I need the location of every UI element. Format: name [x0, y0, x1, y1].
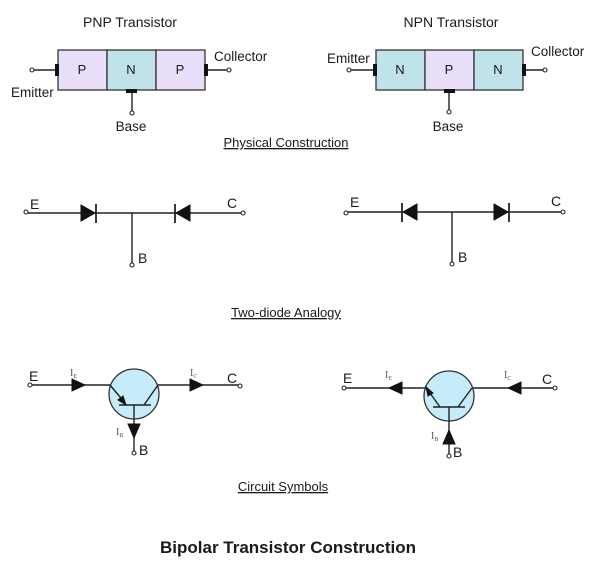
pnp-symbol-e-terminal — [27, 382, 33, 388]
pnp-emitter-diode-icon — [80, 204, 97, 222]
pnp-collector-terminal — [226, 67, 232, 73]
npn-symbol-b-terminal — [446, 453, 452, 459]
npn-region-label-1: N — [395, 62, 404, 77]
npn-base-terminal — [446, 109, 452, 115]
pnp-diode-c-terminal — [240, 210, 246, 216]
npn-collector-terminal — [542, 67, 548, 73]
npn-title: NPN Transistor — [404, 14, 499, 30]
pnp-emitter-terminal — [29, 67, 35, 73]
pnp-symbol-e-label: E — [29, 368, 38, 384]
diagram-title: Bipolar Transistor Construction — [160, 538, 416, 557]
npn-symbol-c-label: C — [542, 371, 552, 387]
npn-collector-region — [473, 49, 524, 91]
pnp-physical: PNP Transistor P N P Emitter Collector B… — [11, 14, 268, 134]
pnp-ic-label: IC — [190, 368, 197, 380]
npn-collector-contact — [522, 64, 526, 76]
pnp-base-contact — [126, 89, 137, 93]
npn-ib-label: IB — [431, 431, 438, 443]
pnp-symbol-b-terminal — [131, 450, 137, 456]
npn-two-diode: E C B — [343, 193, 566, 267]
npn-base-label: Base — [433, 119, 464, 134]
npn-ic-label: IC — [504, 370, 511, 382]
pnp-diode-e-label: E — [30, 196, 39, 212]
pnp-two-diode: E C B — [23, 195, 246, 268]
npn-circuit-symbol: E C B IE IC IB — [341, 370, 558, 460]
pnp-emitter-label: Emitter — [11, 85, 54, 100]
npn-base-contact — [444, 89, 455, 93]
pnp-ib-label: IB — [116, 427, 123, 439]
pnp-base-region — [106, 49, 157, 91]
npn-diode-c-label: C — [551, 193, 561, 209]
pnp-collector-contact — [204, 64, 208, 76]
npn-symbol-e-terminal — [341, 385, 347, 391]
npn-region-label-2: P — [445, 62, 454, 77]
npn-emitter-contact — [373, 64, 377, 76]
section-heading-circuit: Circuit Symbols — [238, 479, 329, 494]
npn-diode-c-terminal — [560, 209, 566, 215]
pnp-circuit-symbol: E C B IE IC IB — [27, 368, 243, 458]
npn-emitter-terminal — [346, 67, 352, 73]
npn-diode-b-terminal — [449, 261, 455, 267]
pnp-title: PNP Transistor — [83, 14, 177, 30]
pnp-symbol-c-label: C — [227, 370, 237, 386]
pnp-ie-arrow-icon — [71, 378, 87, 392]
section-heading-two-diode: Two-diode Analogy — [231, 305, 341, 320]
pnp-collector-region — [155, 49, 206, 91]
npn-emitter-region — [375, 49, 426, 91]
pnp-collector-label: Collector — [214, 49, 268, 64]
npn-symbol-e-label: E — [343, 370, 352, 386]
npn-ie-label: IE — [385, 370, 392, 382]
npn-diode-e-terminal — [343, 210, 349, 216]
pnp-base-terminal — [129, 110, 135, 116]
pnp-region-label-1: P — [78, 62, 87, 77]
section-heading-physical: Physical Construction — [224, 135, 349, 150]
pnp-emitter-contact — [55, 64, 59, 76]
npn-ie-arrow-icon — [387, 381, 403, 395]
npn-collector-diode-icon — [493, 203, 510, 221]
pnp-ic-arrow-icon — [189, 378, 205, 392]
npn-physical: NPN Transistor N P N Emitter Collector B… — [327, 14, 585, 134]
pnp-collector-diode-icon — [174, 204, 191, 222]
npn-emitter-label: Emitter — [327, 51, 370, 66]
npn-emitter-diode-icon — [401, 203, 418, 221]
pnp-diode-e-terminal — [23, 209, 29, 215]
npn-ib-arrow-icon — [442, 428, 456, 445]
npn-symbol-c-terminal — [552, 385, 558, 391]
pnp-region-label-3: P — [176, 62, 185, 77]
npn-diode-e-label: E — [350, 194, 359, 210]
npn-emitter-arrow-icon — [425, 385, 434, 397]
pnp-ib-arrow-icon — [127, 423, 141, 440]
pnp-diode-b-terminal — [129, 262, 135, 268]
pnp-region-label-2: N — [126, 62, 135, 77]
pnp-symbol-c-terminal — [237, 383, 243, 389]
pnp-diode-b-label: B — [138, 250, 147, 266]
npn-collector-leg — [457, 387, 473, 408]
pnp-collector-leg — [143, 384, 159, 406]
pnp-emitter-arrow-icon — [117, 395, 127, 407]
npn-symbol-b-label: B — [453, 444, 462, 460]
npn-collector-label: Collector — [531, 44, 585, 59]
pnp-ie-label: IE — [70, 368, 77, 380]
npn-region-label-3: N — [493, 62, 502, 77]
npn-ic-arrow-icon — [506, 381, 522, 395]
pnp-base-label: Base — [116, 119, 147, 134]
pnp-diode-c-label: C — [227, 195, 237, 211]
npn-diode-b-label: B — [458, 249, 467, 265]
pnp-symbol-b-label: B — [139, 442, 148, 458]
